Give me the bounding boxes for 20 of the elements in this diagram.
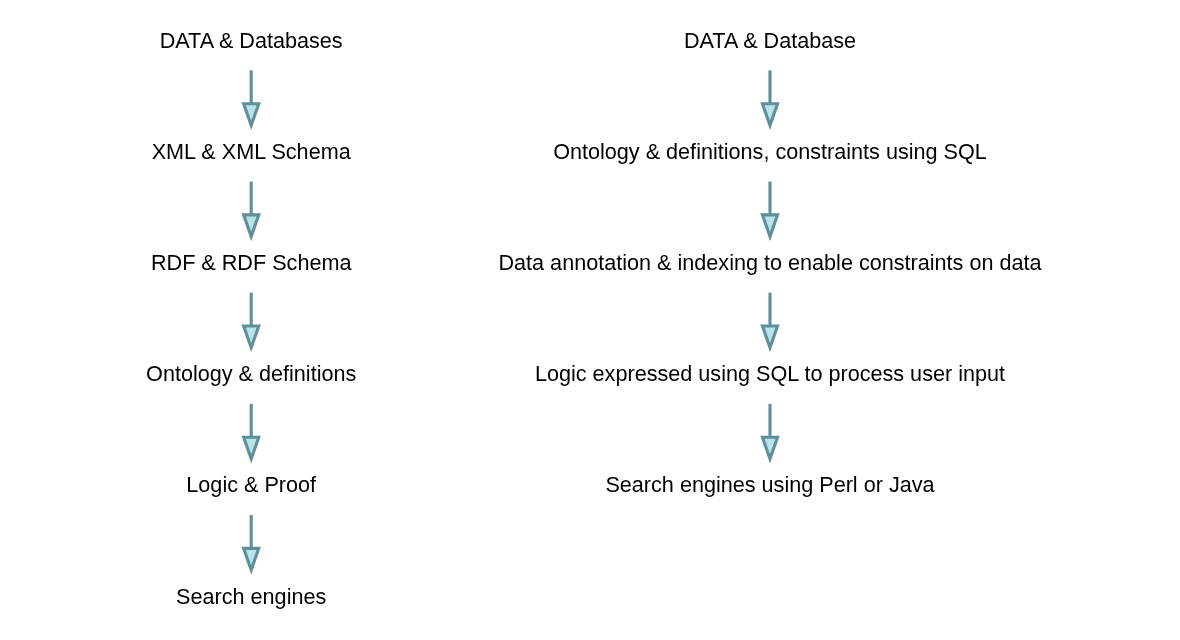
node-text: Data annotation & indexing to enable constraints on data <box>497 250 1042 276</box>
node-text: XML & XML Schema <box>151 138 351 164</box>
arrow <box>240 403 261 464</box>
node-text: Logic expressed using SQL to process user input <box>534 361 1005 387</box>
arrow <box>759 181 780 242</box>
arrow <box>759 292 780 353</box>
arrow <box>240 181 261 242</box>
arrow <box>240 292 261 353</box>
node-text: DATA & Databases <box>159 27 343 53</box>
node-text: Search engines <box>175 583 326 609</box>
arrow <box>759 403 780 464</box>
arrow <box>759 70 780 130</box>
arrow <box>240 515 261 575</box>
node-text: Logic & Proof <box>185 472 316 498</box>
node-text: DATA & Database <box>683 27 856 53</box>
node-text: Search engines using Perl or Java <box>604 472 935 498</box>
node-text: Ontology & definitions, constraints using SQL <box>552 138 987 164</box>
arrow <box>240 70 261 130</box>
node-text: Ontology & definitions <box>145 361 356 387</box>
node-text: RDF & RDF Schema <box>150 250 351 276</box>
